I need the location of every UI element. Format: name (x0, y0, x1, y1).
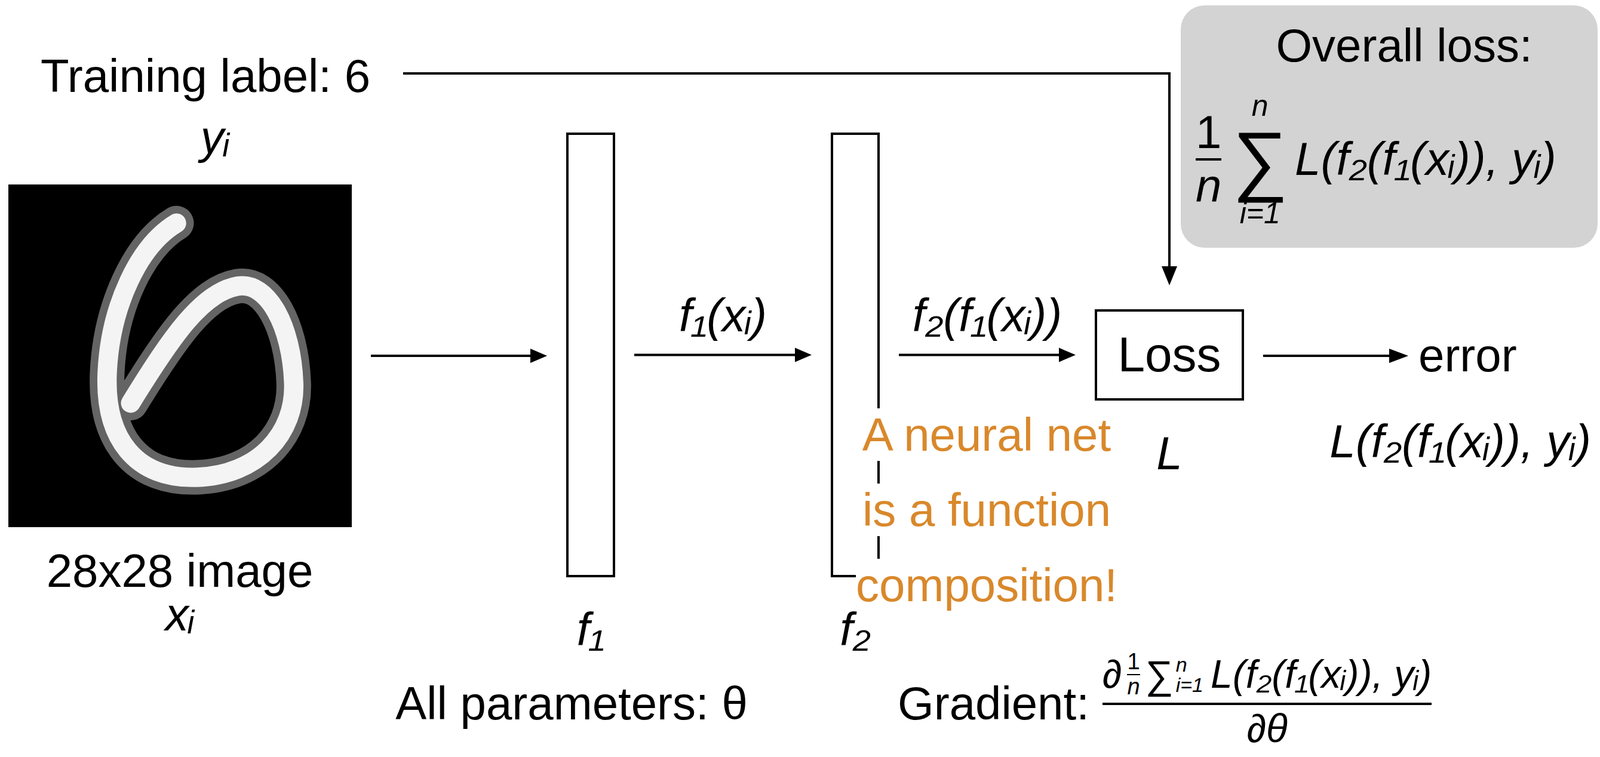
connector (898, 348, 1076, 363)
label-arrowhead (1161, 266, 1178, 286)
edge-label: f₂(f₁(xᵢ)) (912, 289, 1062, 343)
edge-label-wrap: f₂(f₁(xᵢ)) (912, 289, 1062, 343)
sum-symbol: ∑ (1232, 120, 1288, 199)
fraction-denominator: n (1195, 160, 1222, 213)
parameters-label-wrap: All parameters: θ (395, 677, 748, 732)
arrowhead (1058, 348, 1076, 363)
small-fraction: 1n (1125, 650, 1142, 700)
overall-loss-panel: Overall loss:1nn∑i=1L(f₂(f₁(xᵢ)), yᵢ) (1180, 5, 1598, 248)
small-denominator: n (1126, 675, 1140, 700)
label-symbol-wrap: yᵢ (200, 111, 230, 165)
fraction-numerator: 1 (1195, 106, 1222, 159)
fraction: 1n (1190, 106, 1227, 213)
sum-symbol: ∑ (1145, 655, 1174, 695)
gradient-denominator: ∂θ (1246, 708, 1288, 749)
note-wrap: A neural net is a function composition! (846, 403, 1127, 630)
layer-name: f₁ (576, 603, 605, 657)
output-label: error (1418, 329, 1517, 383)
training-label-wrap: Training label: 6 (40, 49, 371, 104)
image-ground (8, 184, 352, 528)
label-symbol: yᵢ (200, 111, 230, 165)
input-image: 28x28 imagexᵢ (8, 184, 352, 528)
parameters-label: All parameters: θ (395, 677, 748, 732)
digit-glow (106, 223, 294, 478)
gradient-fraction-bar (1102, 702, 1433, 706)
connector-line (898, 354, 1061, 357)
loss-box: LossL (1094, 309, 1245, 401)
panel-heading-wrap: Overall loss: (1275, 19, 1532, 73)
arrowhead (794, 348, 812, 363)
error-expression: L(f₂(f₁(xᵢ)), yᵢ) (1329, 415, 1592, 469)
gradient-numerator: ∂1n∑ni=1L(f₂(f₁(xᵢ)), yᵢ) (1102, 650, 1433, 700)
edge-label-wrap: f₁(xᵢ) (679, 289, 767, 343)
sum-column: n∑i=1 (1232, 90, 1288, 229)
sum-lower-limit: i=1 (1175, 674, 1204, 696)
partial-symbol: ∂ (1102, 653, 1123, 696)
layer-box: f₁ (566, 132, 616, 578)
image-symbol: xᵢ (165, 588, 195, 643)
loss-text-wrap: Loss (1117, 326, 1221, 383)
loss-label: Loss (1117, 326, 1221, 383)
connector (370, 348, 548, 364)
sum-upper-limit: n (1251, 90, 1269, 121)
gradient-fraction: ∂1n∑ni=1L(f₂(f₁(xᵢ)), yᵢ)∂θ (1102, 650, 1433, 749)
connector-line (370, 354, 532, 358)
error-expression-wrap: L(f₂(f₁(xᵢ)), yᵢ) (1329, 415, 1592, 469)
sum-lower-limit: i=1 (1239, 198, 1281, 229)
digit-stroke (106, 223, 294, 478)
small-numerator: 1 (1126, 650, 1140, 675)
digit-image (8, 184, 352, 528)
edge-label: f₁(xᵢ) (679, 289, 767, 343)
error-arrowhead (1389, 348, 1409, 364)
loss-expression: L(f₂(f₁(xᵢ)), yᵢ) (1210, 653, 1432, 696)
loss-symbol: L (1156, 427, 1182, 481)
sum-limits: ni=1 (1175, 654, 1204, 696)
loss-expression: L(f₂(f₁(xᵢ)), yᵢ) (1294, 132, 1557, 187)
panel-heading: Overall loss: (1275, 19, 1532, 73)
label-line (403, 73, 1170, 269)
loss-symbol-wrap: L (1156, 427, 1182, 481)
layer-name-wrap: f₁ (576, 603, 605, 657)
formula-row: 1nn∑i=1L(f₂(f₁(xᵢ)), yᵢ) (1190, 90, 1557, 229)
callout-note: A neural net is a function composition! (855, 408, 1118, 612)
training-label: Training label: 6 (40, 49, 371, 104)
connector (634, 348, 812, 363)
error-line (1263, 354, 1392, 358)
image-symbol-wrap: xᵢ (165, 588, 195, 643)
sum-upper-limit: n (1175, 654, 1188, 675)
arrowhead (530, 348, 548, 364)
gradient-label-wrap: Gradient: (897, 677, 1090, 732)
connector-line (634, 354, 797, 357)
gradient-label: Gradient: (897, 677, 1090, 732)
output-label-wrap: error (1418, 329, 1517, 383)
